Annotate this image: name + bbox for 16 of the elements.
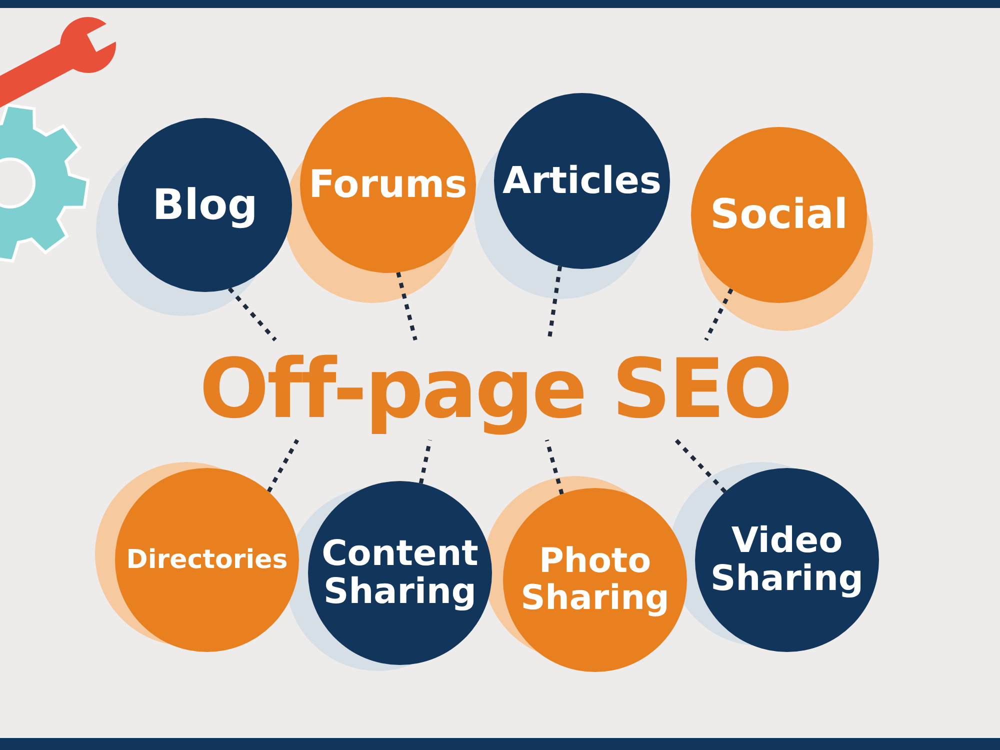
dotted-connector [418,440,432,484]
topic-label: Content Sharing [320,534,480,612]
dotted-connector [228,287,277,342]
topic-label: Video Sharing [710,522,864,598]
dotted-connector [396,272,418,340]
topic-label: Blog [152,182,258,228]
topic-label: Social [710,192,848,238]
dotted-connector [266,439,300,493]
central-heading: Off-page SEO [180,340,810,440]
dotted-connector [674,438,727,494]
topic-label: Photo Sharing [520,542,670,618]
dotted-connector [704,288,734,341]
dotted-connector [544,439,564,495]
topic-label: Articles [502,160,662,202]
topic-label: Forums [308,164,468,206]
topic-label: Directories [126,546,288,574]
